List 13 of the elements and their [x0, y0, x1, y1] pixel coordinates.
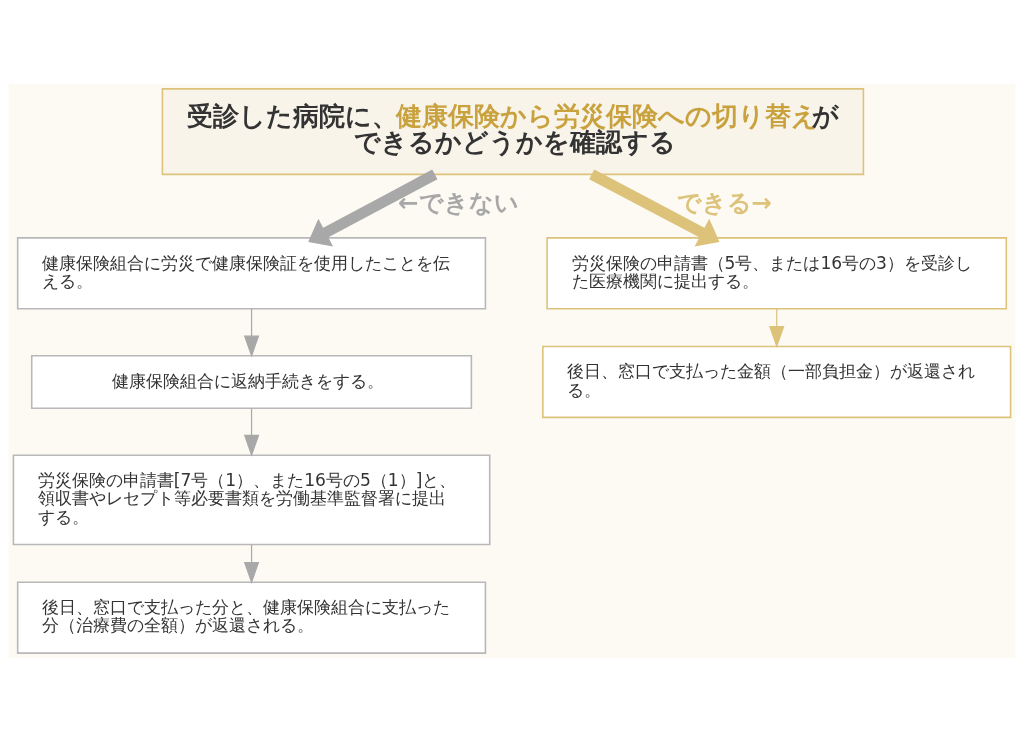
node-box: 後日、窓口で支払った分と、健康保険組合に支払った分（治療費の全額）が返還される。 [16, 581, 487, 654]
arrow [589, 169, 720, 247]
arrow [243, 308, 260, 358]
arrow [243, 407, 260, 457]
node-box: 健康保険組合に労災で健康保険証を使用したことを伝える。 [16, 237, 487, 310]
node-box: 後日、窓口で支払った金額（一部負担金）が返還される。 [542, 345, 1012, 419]
node-box: 受診した病院に、健康保険から労災保険への切り替えができるかどうかを確認する [161, 88, 865, 176]
node-box: 労災保険の申請書[7号（1）、また16号の5（1）]と、領収書やレセプト等必要書類を労働基準監督署に提出する。 [12, 454, 491, 546]
edge-label: できる→ [676, 188, 773, 218]
arrow [308, 169, 438, 247]
node-box: 健康保険組合に返納手続きをする。 [30, 354, 473, 410]
node-box: 労災保険の申請書（5号、または16号の3）を受診した医療機関に提出する。 [546, 237, 1008, 310]
edge-label: ←できない [398, 188, 519, 218]
